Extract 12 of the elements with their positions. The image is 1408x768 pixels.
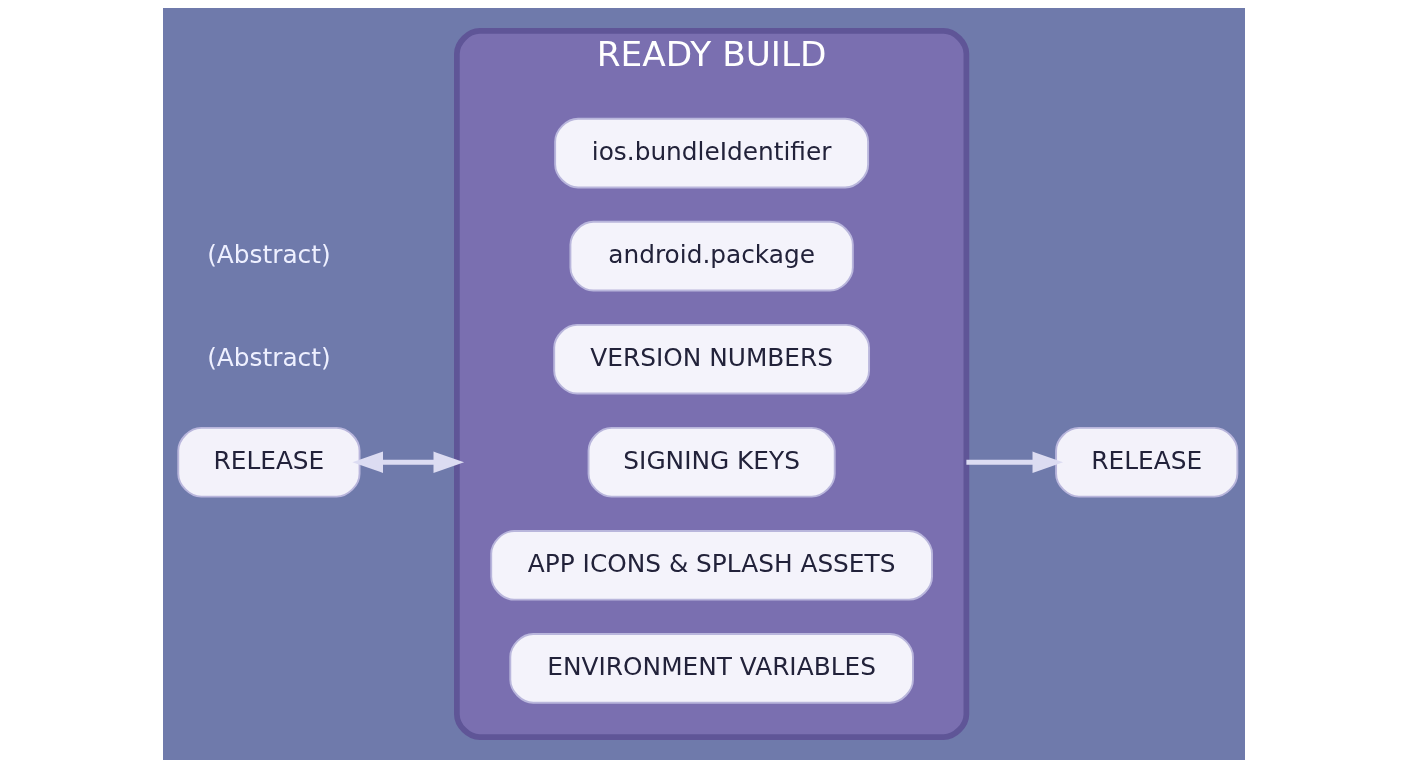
node-box: RELEASE <box>1055 426 1239 498</box>
node-box: android.package <box>569 220 854 292</box>
node-box: RELEASE <box>177 426 361 498</box>
node-box: SIGNING KEYS <box>587 426 836 498</box>
label: (Abstract) <box>207 342 331 372</box>
label: (Abstract) <box>207 239 331 269</box>
node-box: VERSION NUMBERS <box>553 323 871 395</box>
arrow <box>966 451 1064 473</box>
node-box: APP ICONS & SPLASH ASSETS <box>490 530 933 601</box>
arrow <box>352 451 465 473</box>
node-box: ENVIRONMENT VARIABLES <box>509 633 914 704</box>
node-box: ios.bundleIdentifier <box>554 117 870 189</box>
